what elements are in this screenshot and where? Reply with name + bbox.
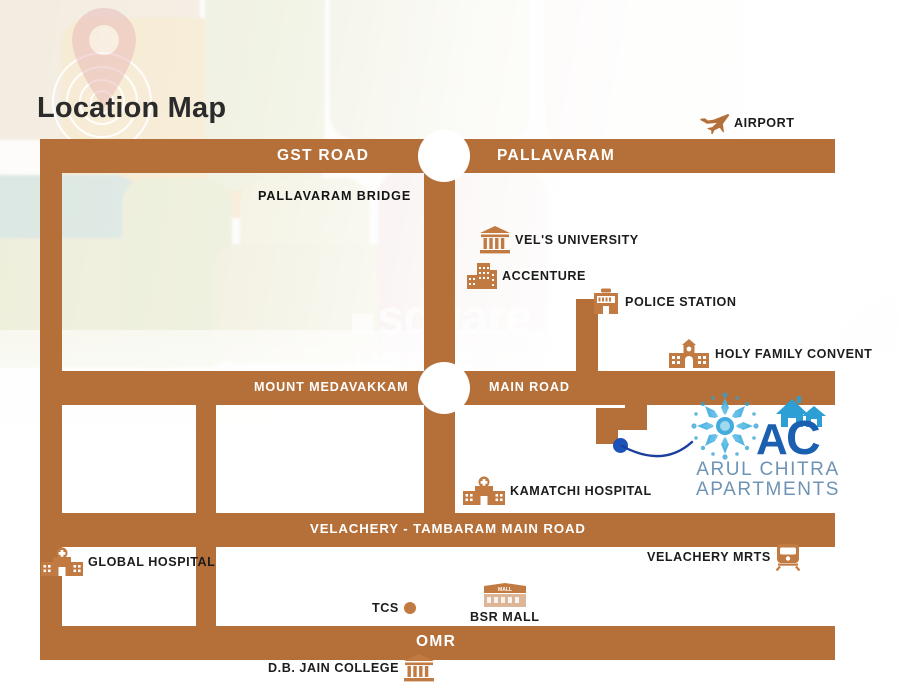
office-building-icon (467, 263, 497, 289)
project-location-dot[interactable] (613, 438, 628, 453)
poi-label-bsr-mall: BSR MALL (470, 610, 540, 624)
road-vertical-spine (424, 139, 455, 521)
road-label-velachery-tambaram: VELACHERY - TAMBARAM MAIN ROAD (310, 521, 586, 536)
university-icon (404, 654, 435, 682)
poi-accenture[interactable]: ACCENTURE (466, 262, 586, 290)
poi-tcs[interactable]: TCS (372, 601, 417, 615)
university-icon (480, 226, 510, 254)
poi-label-holy-family-convent: HOLY FAMILY CONVENT (715, 347, 873, 361)
poi-pallavaram-bridge: PALLAVARAM BRIDGE (258, 189, 411, 203)
road-omr (40, 626, 835, 660)
poi-label-accenture: ACCENTURE (502, 269, 587, 283)
road-label-gst-road: GST ROAD (277, 147, 370, 164)
svg-text:C: C (786, 412, 821, 460)
poi-label-kamatchi-hospital: KAMATCHI HOSPITAL (510, 484, 652, 498)
poi-bsr-mall[interactable]: MALL BSR MALL (470, 583, 539, 624)
school-icon (669, 339, 709, 368)
map-pin-icon (72, 8, 136, 108)
road-label-omr: OMR (416, 633, 457, 650)
poi-label-pallavaram-bridge: PALLAVARAM BRIDGE (258, 189, 412, 203)
poi-label-global-hospital: GLOBAL HOSPITAL (88, 555, 216, 569)
poi-label-tcs: TCS (372, 601, 399, 615)
poi-label-velachery-mrts: VELACHERY MRTS (647, 550, 771, 564)
mall-icon: MALL (483, 583, 526, 607)
project-logo[interactable]: A C ARUL CHITRA APARTMENTS (688, 392, 848, 501)
road-branch-project-3 (596, 408, 618, 444)
svg-text:A: A (756, 415, 788, 460)
hospital-icon (41, 547, 83, 576)
dot-icon (403, 602, 416, 614)
mandala-icon (691, 392, 759, 460)
square-yards-mark-icon (352, 314, 373, 335)
road-branch-police-station (576, 299, 598, 387)
road-label-mount-medavakkam: MOUNT MEDAVAKKAM (254, 380, 409, 394)
poi-global-hospital[interactable]: GLOBAL HOSPITAL (40, 547, 215, 577)
poi-kamatchi-hospital[interactable]: KAMATCHI HOSPITAL (462, 476, 652, 506)
airplane-icon (700, 114, 730, 134)
poi-holy-family-convent[interactable]: HOLY FAMILY CONVENT (667, 339, 872, 369)
svg-text:MALL: MALL (498, 587, 512, 593)
poi-label-db-jain-college: D.B. JAIN COLLEGE (268, 661, 400, 675)
poi-velachery-mrts[interactable]: VELACHERY MRTS (647, 543, 801, 571)
poi-label-airport: AIRPORT (734, 116, 795, 130)
poi-db-jain-college[interactable]: D.B. JAIN COLLEGE (268, 653, 435, 683)
poi-airport[interactable]: AIRPORT (700, 112, 795, 134)
poi-label-police-station: POLICE STATION (625, 295, 737, 309)
project-name-line-1: ARUL CHITRA (696, 459, 840, 480)
ac-monogram-icon: A C (756, 396, 826, 460)
junction-medavakkam[interactable] (418, 362, 470, 414)
project-pointer-line (620, 440, 694, 458)
project-name-line-2: APARTMENTS (695, 479, 841, 501)
road-label-main-road: MAIN ROAD (489, 380, 570, 394)
train-icon (775, 544, 801, 571)
page-title: Location Map (37, 92, 227, 124)
hospital-icon (463, 476, 505, 505)
road-vertical-left-2 (196, 371, 216, 641)
junction-pallavaram[interactable] (418, 130, 470, 182)
road-velachery-tambaram (40, 513, 835, 547)
poi-police-station[interactable]: POLICE STATION (591, 288, 736, 316)
road-label-pallavaram: PALLAVARAM (497, 147, 616, 164)
road-vertical-left (40, 139, 62, 660)
road-stub-right-velachery (800, 371, 835, 405)
house-icon (776, 396, 826, 427)
police-station-icon (594, 288, 618, 314)
poi-label-vels-university: VEL'S UNIVERSITY (515, 233, 639, 247)
poi-vels-university[interactable]: VEL'S UNIVERSITY (479, 225, 639, 255)
